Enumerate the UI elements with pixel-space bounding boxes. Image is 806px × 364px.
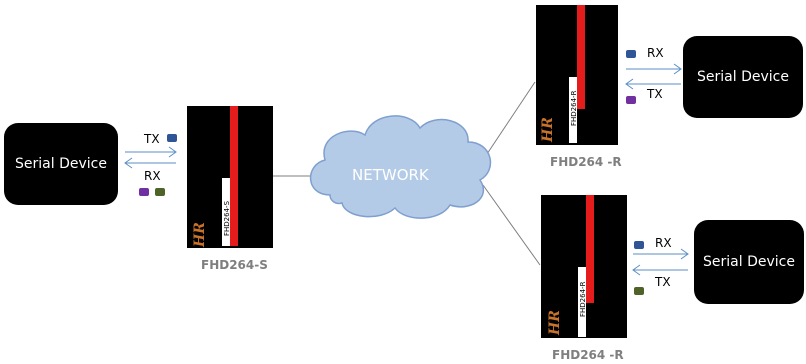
receiver2-side-plate — [578, 267, 586, 337]
receiver1-red-stripe — [577, 5, 585, 109]
receiver1-model-tag: FHD264-R — [570, 90, 578, 126]
receiver1-rx-label: RX — [647, 46, 664, 60]
receiver1-logo: HR — [540, 117, 556, 142]
network-receiver2-line — [482, 184, 541, 266]
sender-side-plate — [222, 178, 230, 246]
receiver2-rx-label: RX — [655, 236, 672, 250]
receiver2-logo: HR — [547, 310, 563, 335]
receiver2-model-tag: FHD264-R — [579, 281, 587, 317]
sender-logo: HR — [192, 222, 208, 247]
serial-device-left: Serial Device — [4, 123, 118, 205]
network-receiver1-line — [482, 81, 536, 161]
receiver2-tx-led — [634, 287, 644, 295]
sender-tx-led — [167, 134, 177, 142]
network-label: NETWORK — [352, 166, 429, 184]
receiver1-tx-led — [626, 96, 636, 104]
receiver1-caption: FHD264 -R — [550, 155, 622, 169]
receiver1-device: FHD264-R HR — [536, 5, 618, 145]
sender-device: FHD264-S HR — [187, 106, 273, 248]
sender-rx-led-green — [155, 188, 165, 196]
receiver1-rx-led — [626, 50, 636, 58]
sender-rx-label: RX — [144, 169, 161, 183]
sender-caption: FHD264-S — [201, 258, 268, 272]
sender-rx-led-purple — [139, 188, 149, 196]
sender-tx-label: TX — [144, 132, 160, 146]
receiver2-device: FHD264-R HR — [541, 195, 627, 338]
sender-model-tag: FHD264-S — [223, 200, 231, 236]
receiver2-caption: FHD264 -R — [552, 348, 624, 362]
receiver2-tx-label: TX — [655, 275, 671, 289]
receiver1-side-plate — [569, 77, 577, 143]
network-cloud — [309, 115, 492, 219]
serial-device-right-top: Serial Device — [683, 36, 803, 118]
sender-red-stripe — [230, 106, 238, 246]
receiver2-rx-led — [634, 241, 644, 249]
serial-device-right-bottom: Serial Device — [694, 220, 804, 304]
receiver1-tx-label: TX — [647, 87, 663, 101]
receiver2-red-stripe — [586, 195, 594, 303]
